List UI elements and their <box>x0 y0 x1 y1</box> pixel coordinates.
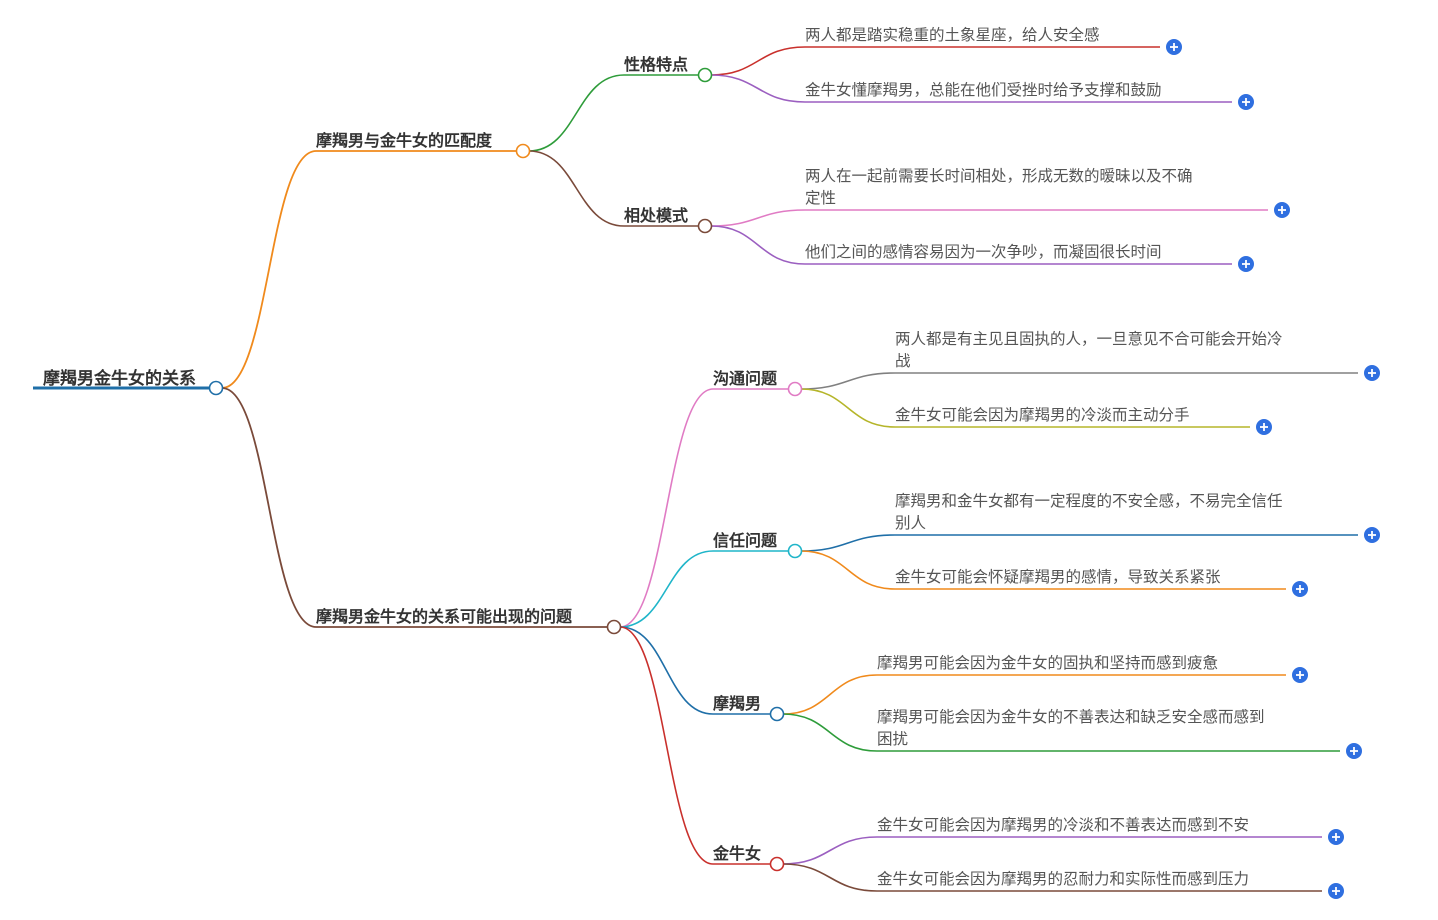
topic-label-1-0: 沟通问题 <box>713 369 778 388</box>
leaf-text-line: 战 <box>895 352 911 370</box>
expand-button-1-1-1[interactable] <box>1292 581 1308 597</box>
leaf-text-line: 摩羯男和金牛女都有一定程度的不安全感，不易完全信任 <box>895 491 1283 510</box>
branch-toggle-1[interactable] <box>606 619 622 635</box>
root-node-label: 摩羯男金牛女的关系 <box>43 368 196 389</box>
leaf-text-line: 金牛女可能会因为摩羯男的忍耐力和实际性而感到压力 <box>877 869 1249 888</box>
topic-toggle-0-1[interactable] <box>697 218 713 234</box>
branch-label-1: 摩羯男金牛女的关系可能出现的问题 <box>316 607 573 626</box>
mind-map-nodes: 摩羯男金牛女的关系 摩羯男与金牛女的匹配度 性格特点 两人都是踏实稳重的土象星座，给人… <box>43 26 1380 899</box>
leaf-edge-0-1-0 <box>710 209 806 227</box>
leaf-text-line: 别人 <box>895 514 926 532</box>
expand-button-0-0-1[interactable] <box>1238 94 1254 110</box>
leaf-text-line: 摩羯男可能会因为金牛女的不善表达和缺乏安全感而感到 <box>877 707 1265 726</box>
topic-toggle-1-3[interactable] <box>769 856 785 872</box>
expand-button-0-1-0[interactable] <box>1274 202 1290 218</box>
expand-button-1-2-0[interactable] <box>1292 667 1308 683</box>
topic-edge-1-1 <box>619 550 714 628</box>
branch-edge-0 <box>221 150 317 389</box>
leaf-text-line: 金牛女懂摩羯男，总能在他们受挫时给予支撑和鼓励 <box>805 80 1162 99</box>
leaf-text-line: 两人都是有主见且固执的人，一旦意见不合可能会开始冷 <box>895 329 1283 348</box>
branch-edge-1 <box>221 387 317 628</box>
leaf-edge-1-3-0 <box>782 836 878 865</box>
branch-toggle-0[interactable] <box>515 143 531 159</box>
leaf-text-line: 定性 <box>805 189 836 207</box>
topic-label-1-1: 信任问题 <box>713 531 778 550</box>
topic-toggle-1-1[interactable] <box>787 543 803 559</box>
expand-button-1-0-1[interactable] <box>1256 419 1272 435</box>
leaf-edge-1-0-1 <box>800 388 896 428</box>
topic-label-1-2: 摩羯男 <box>713 694 761 713</box>
branch-label-0: 摩羯男与金牛女的匹配度 <box>316 131 493 150</box>
leaf-edge-0-0-1 <box>710 74 806 103</box>
expand-button-1-2-1[interactable] <box>1346 743 1362 759</box>
leaf-text-line: 两人都是踏实稳重的土象星座，给人安全感 <box>805 26 1100 44</box>
leaf-edge-1-2-0 <box>782 674 878 715</box>
leaf-edge-0-0-0 <box>710 46 806 76</box>
leaf-text-line: 摩羯男可能会因为金牛女的固执和坚持而感到疲惫 <box>877 653 1218 672</box>
topic-toggle-1-2[interactable] <box>769 706 785 722</box>
topic-edge-0-0 <box>528 74 625 152</box>
leaf-edge-1-2-1 <box>782 713 878 752</box>
topic-edge-1-0 <box>619 388 714 628</box>
leaf-edge-1-1-0 <box>800 534 896 552</box>
expand-button-0-1-1[interactable] <box>1238 256 1254 272</box>
topic-label-0-1: 相处模式 <box>624 206 688 225</box>
root-node-toggle[interactable] <box>208 380 224 396</box>
leaf-edge-1-0-0 <box>800 372 896 390</box>
leaf-text-line: 金牛女可能会因为摩羯男的冷淡和不善表达而感到不安 <box>877 815 1249 834</box>
leaf-edge-1-1-1 <box>800 550 896 590</box>
topic-edge-0-1 <box>528 150 625 227</box>
expand-button-0-0-0[interactable] <box>1166 39 1182 55</box>
expand-button-1-3-1[interactable] <box>1328 883 1344 899</box>
leaf-text-line: 困扰 <box>877 730 908 748</box>
topic-edge-1-2 <box>619 626 714 715</box>
leaf-text-line: 两人在一起前需要长时间相处，形成无数的暧昧以及不确 <box>805 167 1193 185</box>
leaf-text-line: 他们之间的感情容易因为一次争吵，而凝固很长时间 <box>805 243 1162 261</box>
topic-edge-1-3 <box>619 626 714 865</box>
leaf-text-line: 金牛女可能会怀疑摩羯男的感情，导致关系紧张 <box>895 567 1221 586</box>
expand-button-1-3-0[interactable] <box>1328 829 1344 845</box>
expand-button-1-0-0[interactable] <box>1364 365 1380 381</box>
expand-button-1-1-0[interactable] <box>1364 527 1380 543</box>
leaf-edge-1-3-1 <box>782 863 878 892</box>
topic-toggle-1-0[interactable] <box>787 381 803 397</box>
topic-label-0-0: 性格特点 <box>624 55 688 74</box>
topic-toggle-0-0[interactable] <box>697 67 713 83</box>
leaf-edge-0-1-1 <box>710 225 806 265</box>
topic-label-1-3: 金牛女 <box>712 844 761 863</box>
leaf-text-line: 金牛女可能会因为摩羯男的冷淡而主动分手 <box>895 405 1190 424</box>
mind-map-edges <box>33 46 1358 892</box>
